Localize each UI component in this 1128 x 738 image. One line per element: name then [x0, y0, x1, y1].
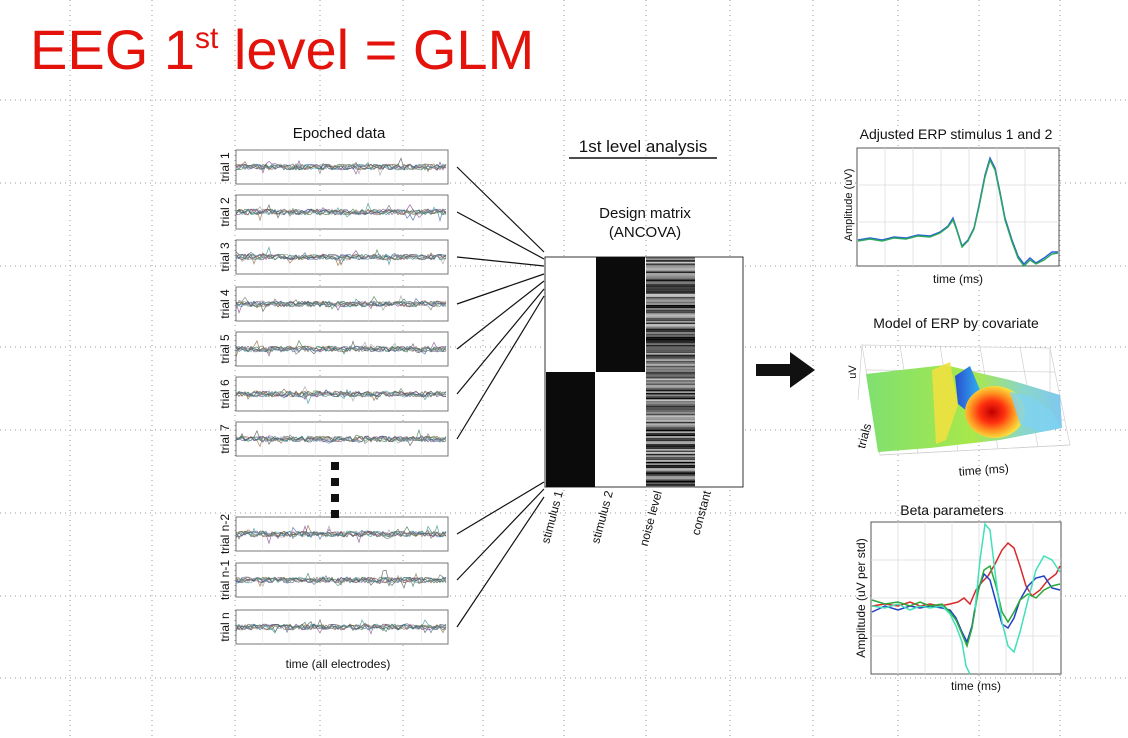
epoch-panel: trial n [218, 609, 449, 645]
design-matrix-stimulus-1-block [546, 372, 595, 487]
model-title: Model of ERP by covariate [873, 315, 1039, 331]
slide-title: EEG 1st level = GLM [30, 22, 534, 78]
erp-trace-stimulus-2 [857, 158, 1059, 268]
erp-title: Adjusted ERP stimulus 1 and 2 [860, 126, 1053, 142]
design-matrix-column-label: stimulus 2 [588, 489, 616, 545]
slide-title-main: EEG 1 [30, 18, 195, 81]
model-xlabel: time (ms) [958, 461, 1009, 478]
epoch-panel: trial n-1 [218, 560, 449, 600]
design-matrix-subtitle: (ANCOVA) [609, 224, 681, 241]
epoch-panel: trial 7 [218, 421, 449, 457]
design-matrix-noise-column [646, 257, 695, 488]
trial-label: trial 6 [218, 379, 232, 409]
design-matrix-column-label: stimulus 1 [538, 489, 566, 545]
slide-title-superscript: st [194, 22, 219, 55]
erp-ylabel: Amplitude (uV) [843, 169, 855, 242]
beta-trace-cyan [871, 522, 1061, 675]
analysis-header: 1st level analysis [579, 137, 708, 156]
trial-ellipsis [331, 462, 339, 518]
model-surface-plot [857, 344, 1071, 456]
model-zlabel: uV [847, 365, 859, 379]
design-matrix-title: Design matrix [599, 205, 691, 222]
trial-label: trial n [218, 612, 232, 641]
design-matrix-column-labels: stimulus 1 stimulus 2 noise level constant [538, 489, 714, 548]
design-matrix-column-label: constant [689, 489, 714, 537]
epoch-panel: trial 3 [218, 239, 449, 275]
epoch-panel: trial 5 [218, 331, 449, 367]
arrow-icon [756, 352, 815, 388]
trial-label: trial 7 [218, 424, 232, 454]
trial-label: trial 5 [218, 334, 232, 364]
epoch-panel: trial 2 [218, 194, 449, 230]
epoch-panel: trial n-2 [218, 514, 449, 554]
epoch-panels: trial 1 trial 2 trial 3 trial 4 trial 5 trial… [218, 149, 449, 645]
trial-to-matrix-connectors [456, 166, 545, 628]
beta-xlabel: time (ms) [951, 679, 1001, 693]
epoched-xlabel: time (all electrodes) [286, 657, 391, 671]
trial-label: trial n-1 [218, 560, 232, 600]
beta-trace-green [871, 564, 1061, 649]
design-matrix [544, 256, 744, 488]
beta-title: Beta parameters [900, 502, 1004, 518]
epoched-title: Epoched data [293, 125, 386, 142]
epoch-panel: trial 1 [218, 149, 449, 185]
design-matrix-column-label: noise level [637, 489, 665, 547]
trial-label: trial 2 [218, 197, 232, 227]
slide-title-rest: level = GLM [218, 18, 535, 81]
epoch-panel: trial 4 [218, 286, 449, 322]
trial-label: trial 1 [218, 152, 232, 182]
erp-chart [856, 147, 1060, 268]
trial-label: trial 4 [218, 289, 232, 319]
trial-label: trial n-2 [218, 514, 232, 554]
design-matrix-stimulus-2-block [596, 257, 645, 372]
erp-xlabel: time (ms) [933, 272, 983, 286]
epoch-panel: trial 6 [218, 376, 449, 412]
model-ylabel: trials [854, 422, 874, 450]
beta-ylabel: Amplitude (uV per std) [854, 538, 868, 657]
beta-chart [870, 521, 1062, 675]
trial-label: trial 3 [218, 242, 232, 272]
